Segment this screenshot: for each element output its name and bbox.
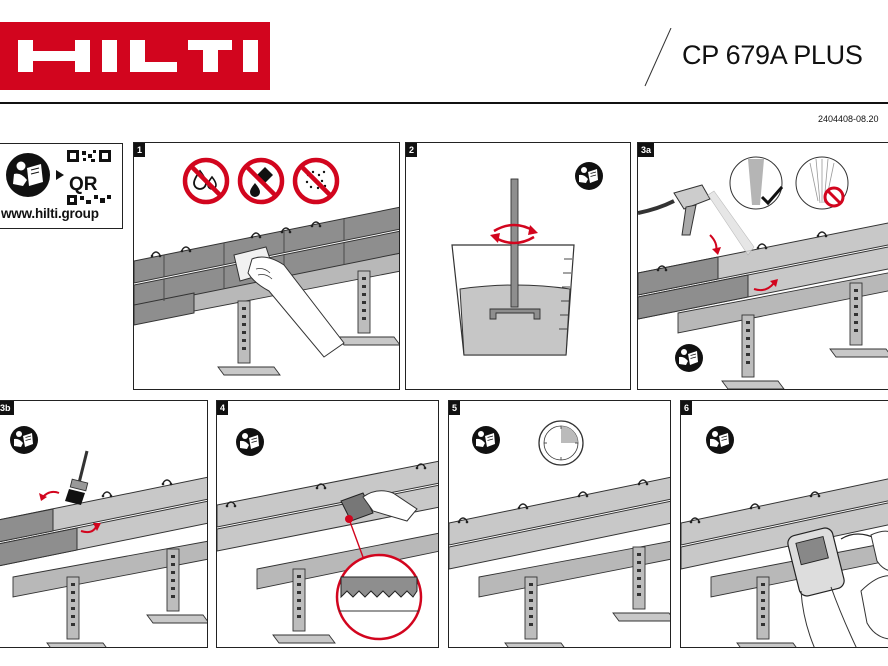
arrow-right-icon <box>56 170 64 180</box>
qr-label: QR <box>69 174 98 195</box>
step-number: 6 <box>681 401 693 415</box>
read-manual-icon <box>6 153 50 197</box>
website-url: www.hilti.group <box>1 206 99 221</box>
step-number: 3a <box>638 143 655 157</box>
read-manual-icon <box>705 425 735 455</box>
no-dust-icon <box>292 157 340 205</box>
measure-wet-thickness-illustration <box>217 427 438 644</box>
read-manual-icon <box>9 425 39 455</box>
step-number: 3b <box>0 401 14 415</box>
step-number: 4 <box>217 401 229 415</box>
bad-spray-pattern-icon <box>795 156 849 210</box>
read-manual-icon <box>674 343 704 373</box>
title-slash-divider <box>644 28 672 87</box>
step-number: 1 <box>134 143 146 157</box>
step-2-panel: 2 <box>405 142 631 390</box>
read-manual-icon <box>235 427 265 457</box>
qr-code-icon <box>67 150 111 162</box>
header-rule <box>0 102 888 104</box>
step-3a-panel: 3a <box>637 142 888 390</box>
step-number: 5 <box>449 401 461 415</box>
clean-pipe-illustration <box>134 157 399 376</box>
spray-gun-icon <box>638 184 755 256</box>
step-6-panel: 6 <box>680 400 888 648</box>
brush-icon <box>65 450 89 505</box>
qr-code-lower-icon <box>67 195 111 205</box>
product-title: CP 679A PLUS <box>682 40 863 70</box>
step-3b-panel: 3b <box>0 400 208 648</box>
hilti-logo <box>0 22 270 90</box>
wet-film-gauge-icon <box>335 490 423 641</box>
brush-apply-illustration <box>0 425 207 647</box>
spray-apply-illustration <box>638 156 888 389</box>
step-5-panel: 5 <box>448 400 671 648</box>
timer-icon <box>538 420 584 466</box>
step-1-panel: 1 <box>133 142 400 390</box>
good-spray-pattern-icon <box>729 156 784 210</box>
let-dry-illustration <box>449 420 670 647</box>
stir-material-illustration <box>451 161 604 356</box>
qr-info-box: QR www.hilti.group <box>0 143 123 229</box>
no-water-icon <box>182 157 230 205</box>
read-manual-icon <box>574 161 604 191</box>
stir-arrows-icon <box>490 223 538 245</box>
step-4-panel: 4 <box>216 400 439 648</box>
dry-film-gauge-icon <box>787 527 888 647</box>
no-oil-icon <box>237 157 285 205</box>
step-number: 2 <box>406 143 418 157</box>
measure-dry-thickness-illustration <box>681 425 888 647</box>
document-number: 2404408-08.20 <box>818 114 879 124</box>
read-manual-icon <box>471 425 501 455</box>
